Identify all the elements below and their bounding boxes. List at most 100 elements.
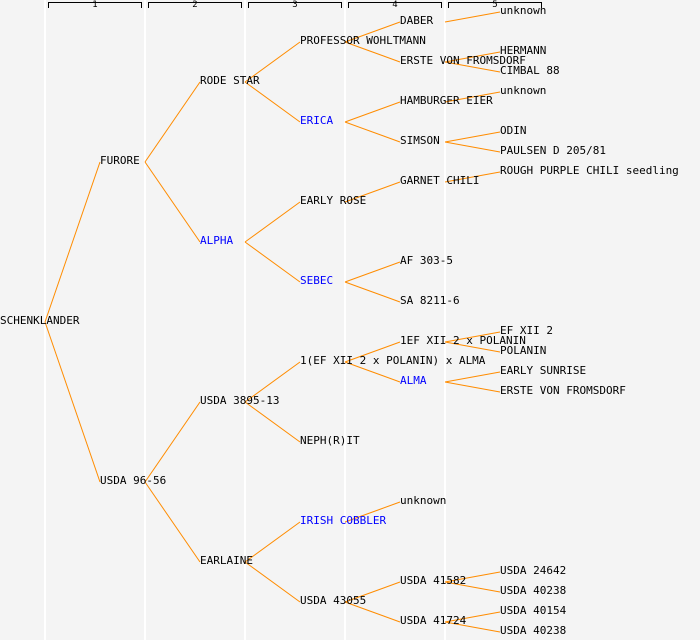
ancestor-node: USDA 3895-13: [200, 394, 280, 407]
parent-connector-line: [144, 481, 201, 563]
generation-number: 2: [192, 0, 198, 10]
ancestor-node: HAMBURGER EIER: [400, 94, 493, 107]
ancestor-node: unknown: [500, 84, 547, 97]
parent-connector-line: [444, 331, 501, 343]
parent-connector-line: [444, 341, 501, 353]
parent-connector-line: [244, 401, 301, 443]
ancestor-node: FURORE: [100, 154, 140, 167]
ancestor-node: USDA 41724: [400, 614, 467, 627]
ancestor-node: unknown: [500, 4, 547, 17]
parent-connector-line: [444, 571, 501, 583]
generation-number: 4: [392, 0, 398, 10]
ancestor-node: CIMBAL 88: [500, 64, 560, 77]
ancestor-node: HERMANN: [500, 44, 547, 57]
ancestor-node: 1(EF XII 2 x POLANIN) x ALMA: [300, 354, 486, 367]
ancestor-node: USDA 40238: [500, 624, 567, 637]
ancestor-node: USDA 40154: [500, 604, 567, 617]
parent-connector-line: [444, 131, 501, 143]
ancestor-node[interactable]: ALMA: [400, 374, 427, 387]
parent-connector-line: [444, 381, 501, 393]
parent-connector-line: [344, 361, 401, 383]
ancestor-node: USDA 96-56: [100, 474, 167, 487]
ancestor-node[interactable]: ALPHA: [200, 234, 234, 247]
parent-connector-line: [444, 171, 501, 183]
generation-header-3: 3: [248, 0, 342, 10]
ancestor-node: USDA 24642: [500, 564, 567, 577]
parent-connector-line: [344, 121, 401, 143]
ancestor-node: unknown: [400, 494, 447, 507]
parent-connector-line: [144, 81, 201, 163]
ancestor-node: 1EF XII 2 x POLANIN: [400, 334, 526, 347]
parent-connector-line: [244, 361, 301, 403]
ancestor-node: ERSTE VON FROMSDORF: [400, 54, 526, 67]
ancestor-node[interactable]: ERICA: [300, 114, 334, 127]
column-divider: [244, 0, 246, 640]
parent-connector-line: [244, 201, 301, 243]
parent-connector-line: [44, 161, 101, 323]
parent-connector-line: [244, 561, 301, 603]
parent-connector-line: [344, 41, 401, 63]
ancestor-node: ERSTE VON FROMSDORF: [500, 384, 626, 397]
parent-connector-line: [244, 521, 301, 563]
parent-connector-line: [244, 81, 301, 123]
parent-connector-line: [44, 321, 101, 483]
ancestor-node[interactable]: SEBEC: [300, 274, 334, 287]
parent-connector-line: [244, 241, 301, 283]
parent-connector-line: [344, 261, 401, 283]
parent-connector-line: [444, 371, 501, 383]
parent-connector-line: [444, 11, 501, 23]
generation-number: 5: [492, 0, 498, 10]
ancestor-node: ROUGH PURPLE CHILI seedling: [500, 164, 679, 177]
parent-connector-line: [344, 21, 401, 43]
parent-connector-line: [444, 91, 501, 103]
ancestor-node: ODIN: [500, 124, 527, 137]
ancestor-node: PAULSEN D 205/81: [500, 144, 606, 157]
ancestor-node: AF 303-5: [400, 254, 453, 267]
ancestor-node: EARLY ROSE: [300, 194, 367, 207]
column-divider: [344, 0, 346, 640]
parent-connector-line: [444, 141, 501, 153]
ancestor-node: USDA 43055: [300, 594, 367, 607]
parent-connector-line: [344, 581, 401, 603]
ancestor-node: GARNET CHILI: [400, 174, 480, 187]
parent-connector-line: [344, 601, 401, 623]
generation-header-2: 2: [148, 0, 242, 10]
parent-connector-line: [344, 501, 401, 523]
ancestor-node: DABER: [400, 14, 434, 27]
parent-connector-line: [444, 611, 501, 623]
parent-connector-line: [344, 181, 401, 203]
generation-number: 3: [292, 0, 298, 10]
parent-connector-line: [344, 341, 401, 363]
generation-header-1: 1: [48, 0, 142, 10]
parent-connector-line: [344, 101, 401, 123]
ancestor-node: SIMSON: [400, 134, 440, 147]
generation-header-5: 5: [448, 0, 542, 10]
parent-connector-line: [344, 281, 401, 303]
ancestor-node[interactable]: IRISH COBBLER: [300, 514, 387, 527]
ancestor-node: NEPH(R)IT: [300, 434, 360, 447]
ancestor-node: USDA 41582: [400, 574, 467, 587]
parent-connector-line: [444, 581, 501, 593]
ancestor-node: POLANIN: [500, 344, 547, 357]
parent-connector-line: [144, 161, 201, 243]
parent-connector-line: [444, 61, 501, 73]
ancestor-node: SA 8211-6: [400, 294, 460, 307]
ancestor-node: USDA 40238: [500, 584, 567, 597]
column-divider: [144, 0, 146, 640]
ancestor-node: EARLAINE: [200, 554, 253, 567]
parent-connector-line: [444, 51, 501, 63]
parent-connector-line: [444, 621, 501, 633]
ancestor-node: EF XII 2: [500, 324, 553, 337]
ancestor-node: EARLY SUNRISE: [500, 364, 587, 377]
parent-connector-line: [244, 41, 301, 83]
ancestor-node: RODE STAR: [200, 74, 260, 87]
root-variety: SCHENKLANDER: [0, 314, 80, 327]
ancestor-node: PROFESSOR WOHLTMANN: [300, 34, 426, 47]
column-divider: [444, 0, 446, 640]
generation-header-4: 4: [348, 0, 442, 10]
column-divider: [44, 0, 46, 640]
parent-connector-line: [144, 401, 201, 483]
generation-number: 1: [92, 0, 98, 10]
